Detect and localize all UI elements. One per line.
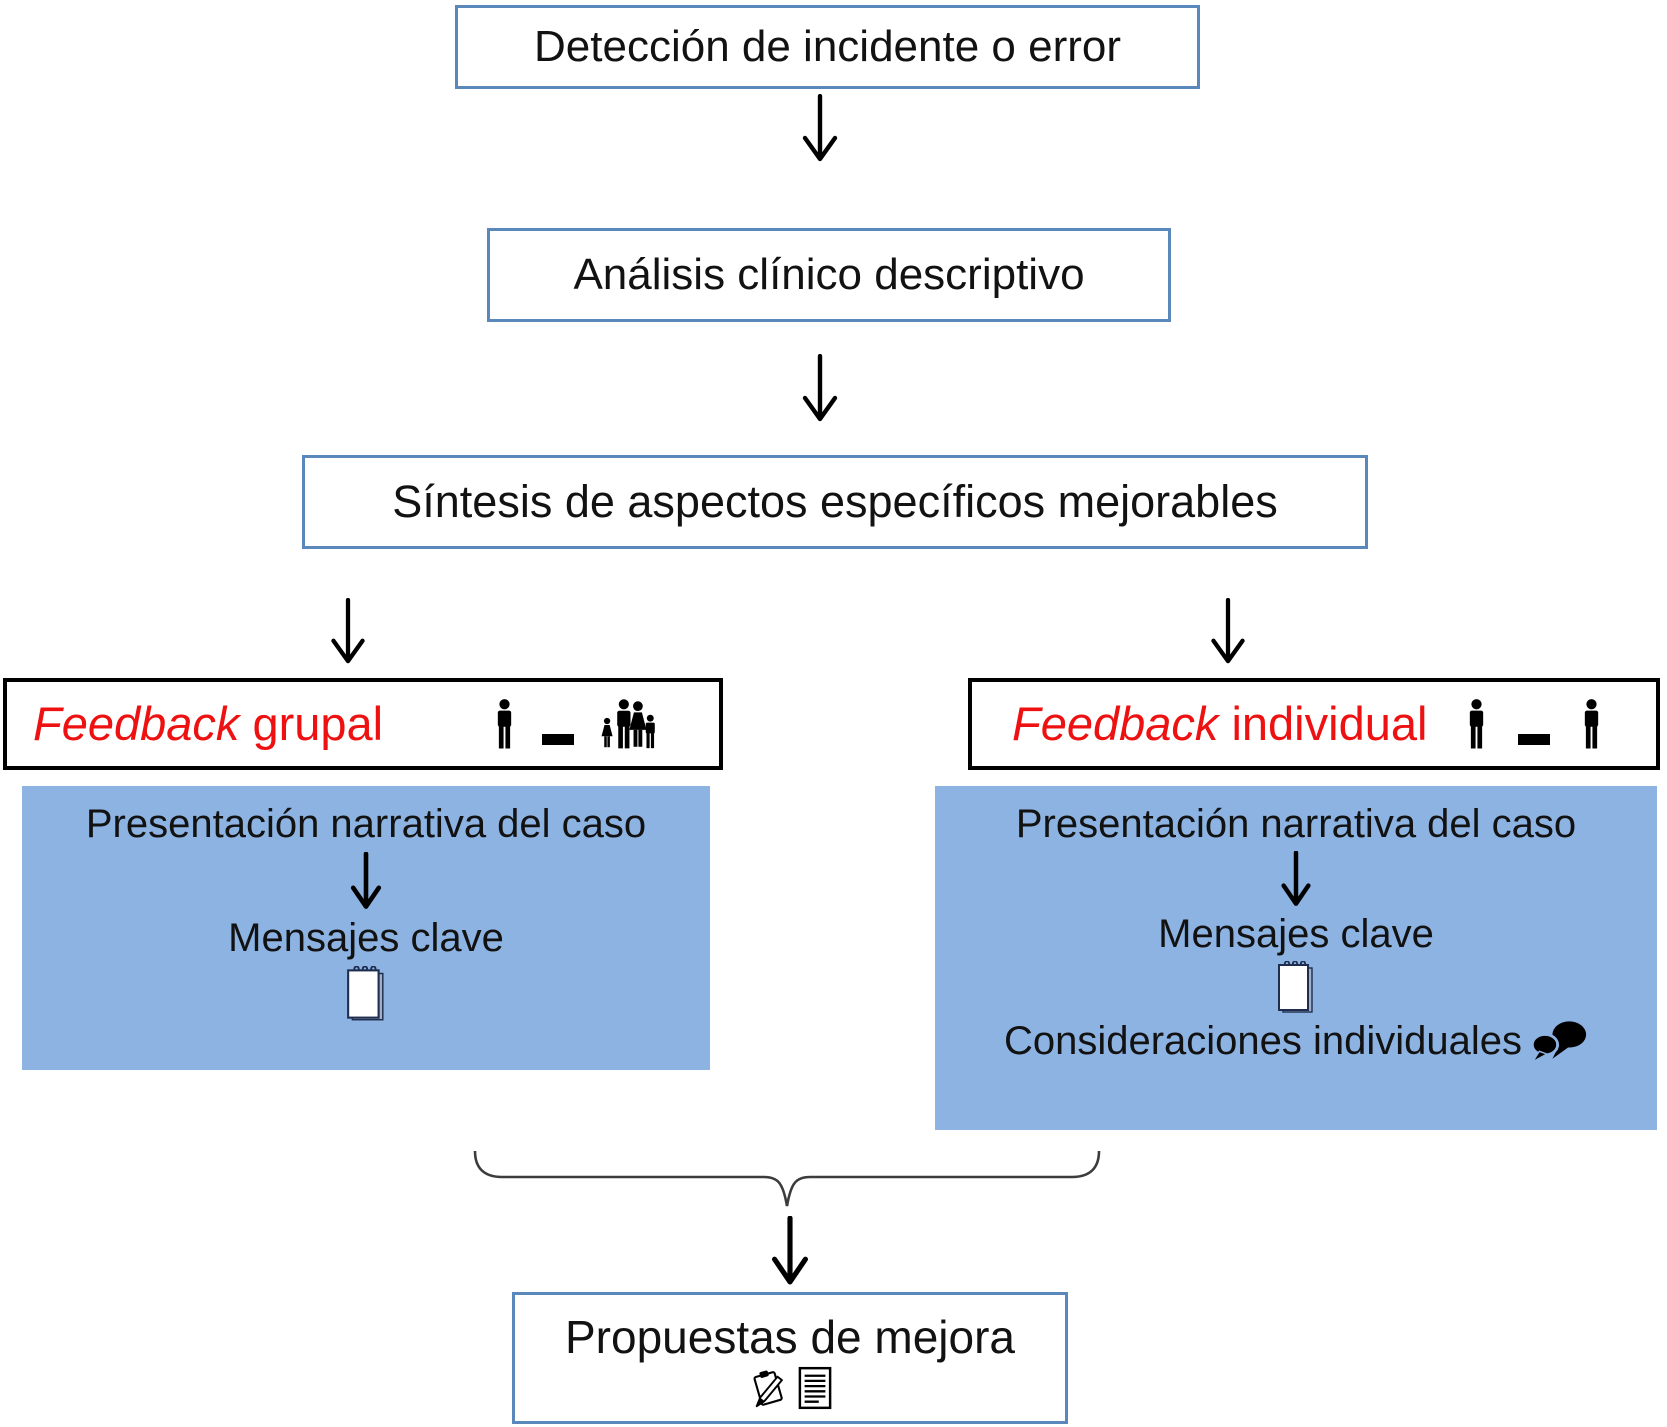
panel-feedback-individual: Presentación narrativa del caso Mensajes… bbox=[935, 786, 1657, 1130]
box-analisis: Análisis clínico descriptivo bbox=[487, 228, 1171, 322]
clipboard-pen-icon bbox=[748, 1366, 788, 1410]
individual-icons bbox=[1465, 699, 1603, 749]
person-icon bbox=[1465, 699, 1488, 749]
dash-icon bbox=[542, 734, 575, 745]
feedback-grupal-label: Feedback grupal bbox=[33, 696, 384, 750]
arrow-down-icon bbox=[1208, 598, 1248, 664]
person-icon bbox=[493, 699, 516, 749]
box-sintesis: Síntesis de aspectos específicos mejorab… bbox=[302, 455, 1368, 549]
box-sintesis-label: Síntesis de aspectos específicos mejorab… bbox=[392, 475, 1278, 527]
speech-bubbles-icon bbox=[1530, 1019, 1588, 1063]
arrow-down-icon bbox=[347, 852, 385, 910]
document-icon bbox=[798, 1366, 832, 1410]
arrow-down-icon bbox=[800, 354, 840, 422]
panel-feedback-grupal: Presentación narrativa del caso Mensajes… bbox=[22, 786, 710, 1070]
curly-brace-connector bbox=[472, 1148, 1102, 1215]
person-icon bbox=[1580, 699, 1603, 749]
dash-icon bbox=[1518, 734, 1551, 745]
grupal-icons bbox=[493, 699, 656, 749]
arrow-down-icon bbox=[800, 94, 840, 162]
feedback-individual-label: Feedback individual bbox=[1012, 696, 1428, 750]
box-feedback-individual: Feedback individual bbox=[968, 678, 1660, 770]
panel-step-row: Consideraciones individuales bbox=[1004, 1019, 1588, 1063]
box-propuestas: Propuestas de mejora bbox=[512, 1292, 1068, 1424]
panel-step: Mensajes clave bbox=[1158, 912, 1434, 956]
arrow-down-icon bbox=[768, 1216, 812, 1286]
box-deteccion-label: Detección de incidente o error bbox=[534, 22, 1121, 72]
arrow-down-icon bbox=[1277, 851, 1315, 907]
people-group-icon bbox=[600, 699, 656, 749]
box-deteccion: Detección de incidente o error bbox=[455, 5, 1200, 89]
panel-step: Mensajes clave bbox=[228, 916, 504, 960]
propuestas-icons bbox=[748, 1366, 832, 1410]
box-analisis-label: Análisis clínico descriptivo bbox=[573, 250, 1085, 300]
arrow-down-icon bbox=[328, 598, 368, 664]
box-feedback-grupal: Feedback grupal bbox=[3, 678, 723, 770]
panel-step: Consideraciones individuales bbox=[1003, 1019, 1523, 1063]
panel-step: Presentación narrativa del caso bbox=[85, 802, 647, 846]
notepad-icon bbox=[1276, 961, 1316, 1014]
notepad-icon bbox=[345, 966, 387, 1022]
box-propuestas-label: Propuestas de mejora bbox=[564, 1311, 1016, 1364]
panel-step: Presentación narrativa del caso bbox=[1015, 802, 1577, 846]
